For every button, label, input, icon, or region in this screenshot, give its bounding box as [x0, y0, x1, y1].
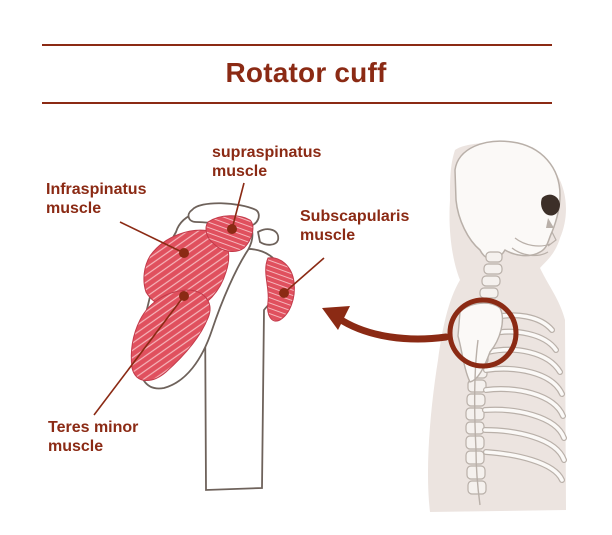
- label-infraspinatus-line1: Infraspinatus: [46, 181, 147, 198]
- label-infraspinatus: Infraspinatus muscle: [46, 180, 146, 218]
- teres-minor-muscle: [130, 289, 211, 381]
- shoulder-highlight-circle: [447, 297, 519, 369]
- label-teres-minor-line2: muscle: [48, 438, 104, 455]
- label-teres-minor-line1: Teres minor: [48, 419, 139, 436]
- supraspinatus-muscle: [205, 215, 254, 252]
- label-infraspinatus-line2: muscle: [46, 200, 102, 217]
- eye-socket: [541, 194, 560, 216]
- subscapularis-muscle: [265, 257, 295, 322]
- label-teres-minor: Teres minor muscle: [48, 418, 138, 456]
- page-title: Rotator cuff: [225, 57, 387, 88]
- arrow-icon: [322, 306, 450, 343]
- title-rule-top: [42, 44, 552, 46]
- label-supraspinatus-line2: muscle: [212, 163, 268, 180]
- infraspinatus-muscle: [143, 229, 230, 312]
- label-subscapularis: Subscapularis muscle: [300, 207, 409, 245]
- skull: [454, 140, 561, 260]
- shoulder-joint-illustration: [93, 182, 325, 491]
- label-supraspinatus-line1: supraspinatus: [212, 144, 322, 161]
- skeleton-figure: [427, 140, 567, 512]
- title-rule-bottom: [42, 102, 552, 104]
- label-supraspinatus: supraspinatus muscle: [212, 143, 321, 181]
- label-subscapularis-line1: Subscapularis: [300, 208, 410, 225]
- label-subscapularis-line2: muscle: [300, 227, 356, 244]
